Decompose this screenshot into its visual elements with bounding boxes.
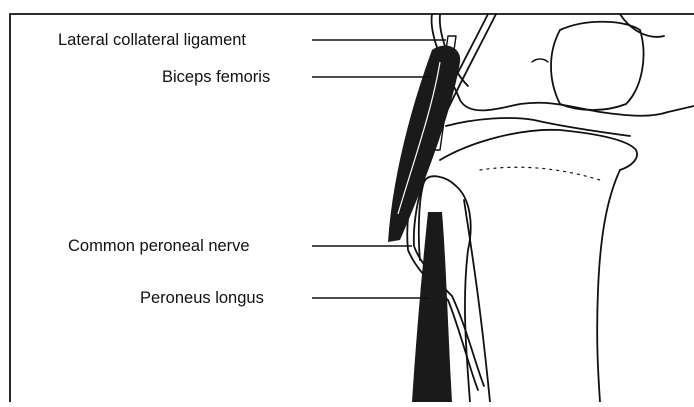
femoral-condyle xyxy=(551,22,644,110)
tibia-plateau xyxy=(440,130,637,170)
joint-line xyxy=(446,118,630,136)
label-common-peroneal-nerve: Common peroneal nerve xyxy=(68,238,250,255)
femur-notch-mark xyxy=(532,59,548,62)
tibia-medial-edge xyxy=(597,170,620,402)
tibia-head-detail xyxy=(480,167,600,180)
label-lateral-collateral-ligament: Lateral collateral ligament xyxy=(58,32,246,49)
label-peroneus-longus: Peroneus longus xyxy=(140,290,264,307)
label-biceps-femoris: Biceps femoris xyxy=(162,69,270,86)
femur-shaft-line xyxy=(620,14,664,37)
